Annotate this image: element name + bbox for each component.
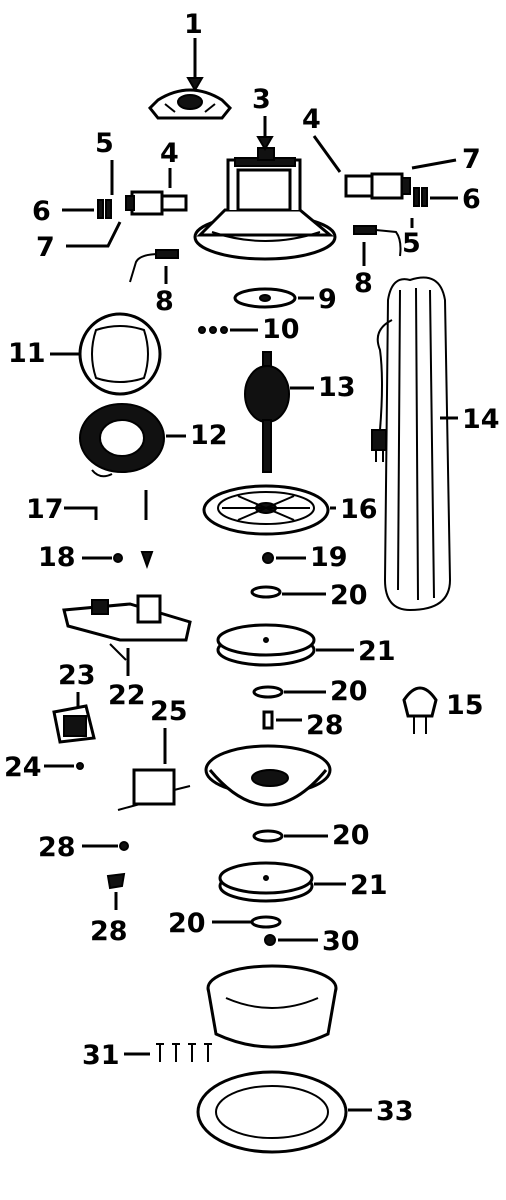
callout-23: 23	[58, 660, 96, 691]
part-22-switch-bracket	[62, 594, 192, 661]
arrow-1	[186, 77, 204, 92]
callout-5-left: 5	[95, 128, 114, 159]
callout-15: 15	[446, 690, 484, 721]
callout-28-2: 28	[38, 832, 76, 863]
part-15-plug	[402, 686, 438, 734]
callout-33: 33	[376, 1096, 414, 1127]
callout-6-left: 6	[32, 196, 51, 227]
callout-7-left: 7	[36, 232, 55, 263]
part-19-nut	[262, 552, 274, 564]
part-18-screws	[113, 551, 154, 569]
callout-30: 30	[322, 926, 360, 957]
part-28-spacer-2	[119, 841, 129, 851]
callout-31: 31	[82, 1040, 120, 1071]
callout-1: 1	[184, 9, 203, 40]
callout-5-right: 5	[402, 228, 421, 259]
leader-17	[64, 506, 98, 520]
part-20-washer-2	[252, 685, 284, 699]
part-23-switch	[52, 704, 96, 744]
part-12-field-coil	[79, 403, 165, 478]
part-28-spacer-3	[106, 872, 126, 890]
part-16-fan	[202, 484, 330, 536]
callout-8-left: 8	[155, 286, 174, 317]
callout-14: 14	[462, 404, 500, 435]
part-4-brush-holder-left	[125, 190, 188, 216]
callout-25: 25	[150, 696, 188, 727]
part-28-spacer-1	[262, 710, 274, 730]
callout-6-right: 6	[462, 184, 481, 215]
callout-7-right: 7	[462, 144, 481, 175]
leader-4-right	[312, 135, 342, 173]
part-base-housing	[206, 964, 338, 1049]
part-6-brush-right	[413, 187, 428, 207]
part-4-brush-holder-right	[344, 172, 411, 200]
callout-4-right: 4	[302, 104, 321, 135]
part-3-motor-housing	[193, 147, 337, 261]
callout-9: 9	[318, 284, 337, 315]
part-25-capacitor	[117, 768, 191, 811]
callout-10: 10	[262, 314, 300, 345]
part-1-handle	[147, 88, 233, 120]
callout-19: 19	[310, 542, 348, 573]
callout-17: 17	[26, 494, 64, 525]
part-20-washer-3	[252, 829, 284, 843]
part-31-screws	[156, 1043, 212, 1062]
part-21-disc-2	[218, 861, 314, 903]
callout-3: 3	[252, 84, 271, 115]
callout-21-2: 21	[350, 870, 388, 901]
part-11-field-ring	[78, 312, 162, 396]
callout-28-1: 28	[306, 710, 344, 741]
callout-11: 11	[8, 338, 46, 369]
part-10-screws	[198, 326, 228, 334]
callout-13: 13	[318, 372, 356, 403]
part-33-gasket	[196, 1070, 348, 1154]
callout-16: 16	[340, 494, 378, 525]
part-13-armature	[244, 351, 290, 473]
callout-4-left: 4	[160, 138, 179, 169]
callout-20-3: 20	[332, 820, 370, 851]
callout-18: 18	[38, 542, 76, 573]
part-8-brush-spring-right	[353, 225, 402, 257]
callout-20-4: 20	[168, 908, 206, 939]
leader-7-right	[411, 158, 457, 170]
part-30-nut	[264, 934, 276, 946]
part-6-brush-left	[97, 199, 112, 219]
callout-8-right: 8	[354, 268, 373, 299]
callout-22: 22	[108, 680, 146, 711]
part-8-brush-spring-left	[129, 249, 179, 283]
part-14-power-cord	[371, 276, 452, 612]
arrow-3	[256, 136, 274, 151]
part-bowl-housing	[204, 744, 332, 807]
part-20-washer-1	[250, 585, 282, 599]
callout-28-3: 28	[90, 916, 128, 947]
callout-21-1: 21	[358, 636, 396, 667]
part-9-bearing-plate	[233, 287, 297, 309]
callout-20-1: 20	[330, 580, 368, 611]
callout-24: 24	[4, 752, 42, 783]
callout-20-2: 20	[330, 676, 368, 707]
leader-7-left	[66, 221, 122, 248]
part-20-washer-4	[250, 915, 282, 929]
part-21-disc-1	[216, 623, 316, 667]
callout-12: 12	[190, 420, 228, 451]
part-24-screw	[76, 762, 84, 770]
